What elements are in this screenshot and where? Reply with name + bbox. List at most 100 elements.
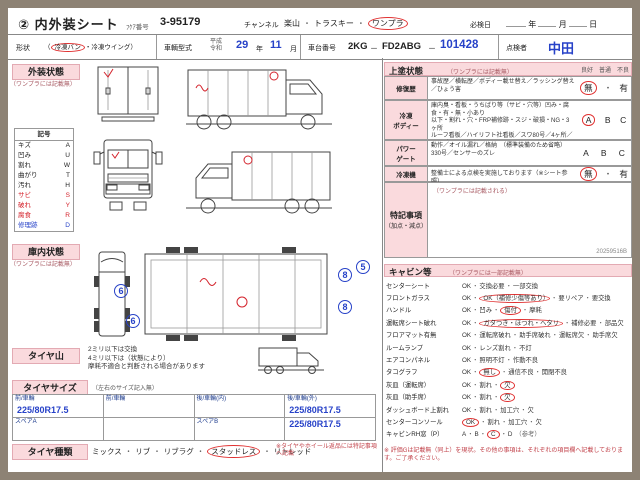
date-day-field bbox=[568, 26, 587, 27]
cabin-option: OK bbox=[462, 417, 480, 427]
vin-dash: － bbox=[370, 44, 378, 53]
reefer-unit-options: 無 ・ 有 bbox=[577, 167, 631, 181]
channel-option-2: トラスキー bbox=[314, 19, 354, 28]
tire-size-cell: スペアB bbox=[194, 418, 285, 440]
cabin-option: 欠 bbox=[535, 418, 542, 426]
option-separator: ・ bbox=[505, 282, 512, 290]
tire-size-header: 前/車輪 bbox=[105, 396, 126, 402]
option-separator: ・ bbox=[521, 307, 529, 315]
channel-option-3: ワンプラ bbox=[367, 17, 408, 30]
legend-term: 凹み bbox=[18, 152, 31, 159]
option-separator: ・ bbox=[493, 406, 500, 414]
grade-header-1: 良好 bbox=[580, 68, 593, 74]
cabin-option: OK（補修少傷等あり） bbox=[479, 294, 551, 304]
repair-history-content: 事故歴／横転歴／ボディー載せ替え／ラッシング替え／ひょう害 bbox=[431, 79, 575, 93]
channel-label: チャンネル bbox=[244, 22, 279, 29]
legend-code: H bbox=[65, 182, 70, 189]
cabin-row: キャビンRH窓（P）A・B・C・D（参考） bbox=[386, 428, 632, 440]
truck-top-view-diagram bbox=[94, 251, 130, 337]
month-unit: 月 bbox=[290, 46, 297, 53]
auction-date-label: 必検日 bbox=[470, 22, 491, 29]
cabin-row-label: ハンドル bbox=[386, 307, 412, 315]
cabin-option: 一部交換 bbox=[512, 282, 539, 290]
cabin-option: 割れ bbox=[487, 418, 500, 426]
cabin-option: OK bbox=[462, 369, 472, 377]
cabin-option: レンズ割れ bbox=[479, 344, 511, 352]
option-separator: ・ bbox=[472, 295, 479, 303]
date-month-unit: 月 bbox=[558, 20, 567, 29]
option-separator: ・ bbox=[480, 418, 487, 426]
footer-note: ※ 評価Gは記載無（同上）を現状。その他の事項は、それぞれの項目欄へ記載しており… bbox=[384, 448, 624, 462]
tire-size-note: （左右のサイズ記入無） bbox=[92, 386, 158, 392]
cabin-option: OK bbox=[462, 319, 472, 327]
content-line-1: 動作／オイル漏れ／格納 （標準装備のため省略） bbox=[431, 143, 567, 149]
repair-history-label: 修復歴 bbox=[385, 77, 428, 99]
form-code: 20259516B bbox=[596, 249, 627, 255]
paren: （ bbox=[44, 44, 51, 51]
option-separator: ・ bbox=[493, 394, 500, 402]
page-title: ② 内外装シート bbox=[18, 17, 119, 32]
cabin-row-options: OK・レンズ割れ・不灯 bbox=[462, 343, 532, 352]
cabin-row-label: 運転席シート破れ bbox=[386, 319, 437, 327]
cabin-row-label: 灰皿（助手席） bbox=[386, 394, 431, 402]
legend-code: W bbox=[63, 162, 70, 169]
cabin-row-label: フロントガラス bbox=[386, 295, 430, 303]
cabin-row-label: フロアマット有無 bbox=[386, 332, 437, 340]
reefer-unit-label: 冷凍機 bbox=[385, 167, 428, 181]
inspector-label: 点検者 bbox=[506, 45, 527, 52]
tire-size-cell: 225/80R17.5 bbox=[285, 418, 375, 440]
model-month-value: 11 bbox=[270, 39, 282, 51]
option-separator: ・ bbox=[472, 307, 479, 315]
cabin-option: OK bbox=[462, 357, 472, 365]
cabin-option: 凹み bbox=[479, 307, 492, 315]
tire-type-options: ミックス・リブ・リブラグ・スタッドレス・リトレッド bbox=[92, 445, 311, 458]
tire-size-header: スペアA bbox=[15, 419, 37, 425]
grade-b: B bbox=[600, 148, 607, 158]
shape-option-wing: 冷凍ウイング bbox=[91, 44, 131, 51]
cabin-option: 割れ bbox=[479, 406, 492, 414]
option-present: 有 bbox=[619, 169, 628, 179]
option-separator: ・ bbox=[493, 307, 500, 315]
option-separator: ・ bbox=[467, 431, 474, 439]
interior-section-title: 庫内状態 bbox=[12, 244, 80, 260]
cabin-option: 通信不良 bbox=[508, 369, 534, 377]
damage-mark bbox=[103, 68, 114, 78]
cabin-row-label: キャビンRH窓（P） bbox=[386, 431, 444, 439]
exterior-section-title: 外装状態 bbox=[12, 64, 80, 80]
option-separator: ・ bbox=[501, 418, 508, 426]
divider bbox=[300, 35, 301, 59]
tire-size-cell: 後/車輪(内) bbox=[194, 395, 285, 417]
grade-a-selected: A bbox=[581, 114, 596, 126]
tire-type-footnote: ※タイヤやホイール返品には特記事項へ記載 bbox=[276, 444, 377, 457]
year-unit: 年 bbox=[256, 46, 263, 53]
cabin-option: 欠 bbox=[527, 406, 534, 414]
tire-size-value: 225/80R17.5 bbox=[289, 405, 341, 415]
option-separator: ・ bbox=[563, 319, 571, 327]
divider bbox=[156, 35, 157, 59]
cabin-row-label: ダッシュボード上割れ bbox=[386, 406, 449, 414]
cabin-option: 作動不良 bbox=[512, 357, 539, 365]
option-separator: ・ bbox=[493, 381, 500, 389]
legend-term: 破れ bbox=[18, 202, 31, 209]
mini-truck-icon bbox=[258, 347, 324, 374]
legend-code: D bbox=[65, 222, 70, 229]
channel-separator: ・ bbox=[356, 19, 365, 28]
divider bbox=[498, 35, 499, 59]
option-separator: ・ bbox=[534, 369, 541, 377]
cabin-section-band: キャビン等 （ワンプラには一部記載無） bbox=[384, 264, 632, 277]
option-present: 有 bbox=[619, 83, 628, 93]
column-divider bbox=[382, 58, 383, 472]
special-remarks-label: 特記事項 （加点・減点） bbox=[385, 183, 428, 257]
tire-size-value: 225/80R17.5 bbox=[17, 405, 69, 415]
tire-size-cell: 後/車輪(外)225/80R17.5 bbox=[285, 395, 375, 417]
remarks-title: 特記事項 bbox=[390, 211, 422, 220]
label-line-2: ボディー bbox=[393, 123, 419, 130]
label-line-1: パワー bbox=[396, 146, 416, 153]
paint-section-note: （ワンプラには記載無） bbox=[447, 70, 513, 76]
special-remarks-box: 特記事項 （加点・減点） （ワンプラには記載される） 20259516B bbox=[384, 182, 632, 258]
tire-tread-section-title: タイヤ山 bbox=[12, 348, 80, 364]
cabin-row-options: OK・照明不灯・作動不良 bbox=[462, 355, 538, 364]
